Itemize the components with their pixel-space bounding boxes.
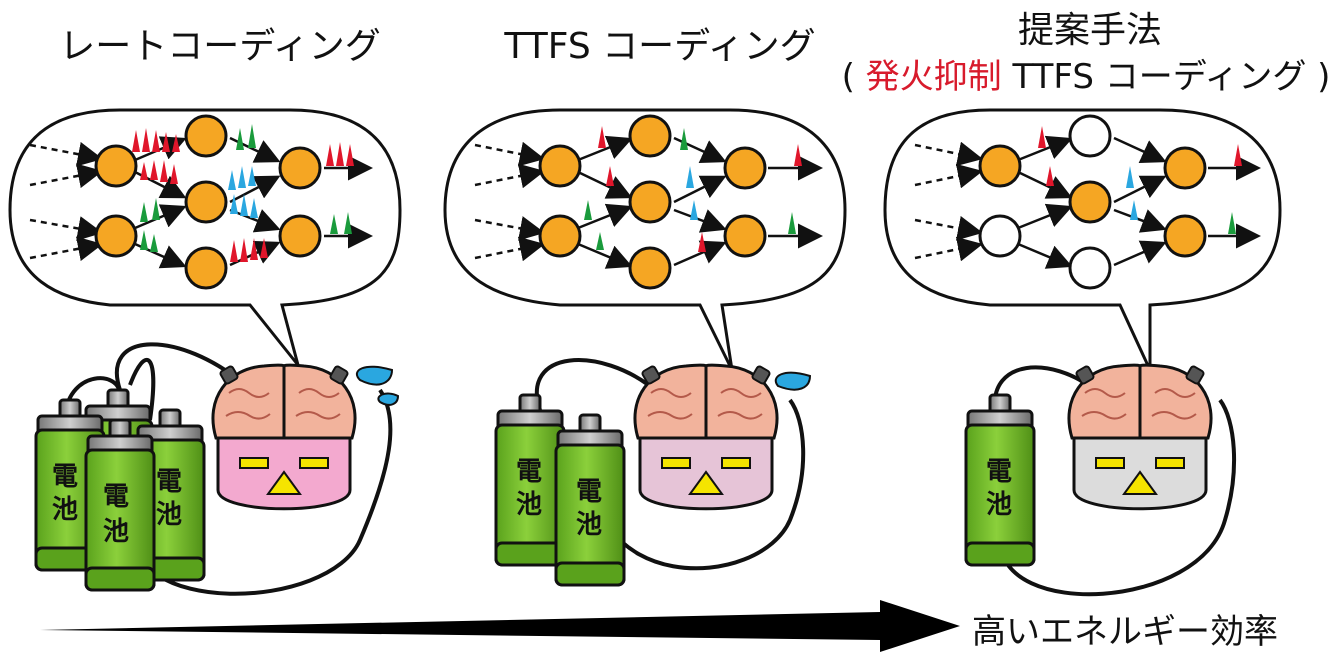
subtitle-rest: TTFS コーディング ) [1002,57,1331,97]
neuron [278,146,322,190]
title-ttfs: TTFS コーディング [503,26,815,67]
neuron [538,144,582,188]
neuron-inactive [1068,246,1112,290]
neuron [184,180,228,224]
panel-ttfs: 電 池 電 池 [443,108,847,587]
battery-label: 電 [103,482,129,512]
neuron [1163,214,1207,258]
neuron [1068,180,1112,224]
battery-label: 電 [986,457,1012,487]
title-proposed-subtitle: ( 発火抑制 TTFS コーディング ) [842,57,1331,97]
spike-train-red [132,128,354,262]
panel-proposed: 電 池 [883,108,1282,597]
spike-green [1228,212,1236,234]
neuron [184,246,228,290]
neuron [723,214,767,258]
battery-label: 池 [156,500,182,530]
sweat-drop [774,371,812,391]
subtitle-highlight: 発火抑制 [866,57,1002,97]
battery-label: 電 [516,457,542,487]
robot-head [1067,363,1213,511]
spike-blue [686,166,698,220]
spike-red [1038,126,1242,186]
efficiency-arrow [40,600,960,652]
battery-label: 池 [516,490,542,520]
neuron [538,214,582,258]
neuron [184,114,228,158]
neuron [628,114,672,158]
neuron [94,214,138,258]
spike-train-blue [228,166,258,218]
spike-train-green [140,124,352,252]
neuron [1163,146,1207,190]
spike-red [598,126,802,252]
robot-head [211,363,357,511]
title-rate: レートコーディング [59,26,380,67]
robot-head [633,363,779,511]
neuron-inactive [978,214,1022,258]
efficiency-label: 高いエネルギー効率 [972,612,1278,652]
neuron-inactive [1068,114,1112,158]
battery-label: 電 [156,467,182,497]
subtitle-open: ( [842,57,866,97]
neuron [94,144,138,188]
battery-label: 池 [52,495,78,525]
neuron [628,180,672,224]
panel-rate: 電 池 電 池 電 池 [8,108,402,596]
neuron [278,214,322,258]
neuron [628,246,672,290]
sweat-drop [377,392,400,406]
battery-label: 池 [576,510,602,540]
neuron [978,144,1022,188]
battery-label: 電 [576,477,602,507]
neuron [723,146,767,190]
title-proposed: 提案手法 [1018,10,1162,51]
battery-label: 池 [986,490,1012,520]
battery-label: 電 [52,462,78,492]
battery-label: 池 [103,517,129,547]
spike-blue [1126,166,1138,220]
spike-green [584,128,796,250]
sweat-drop [355,365,394,386]
